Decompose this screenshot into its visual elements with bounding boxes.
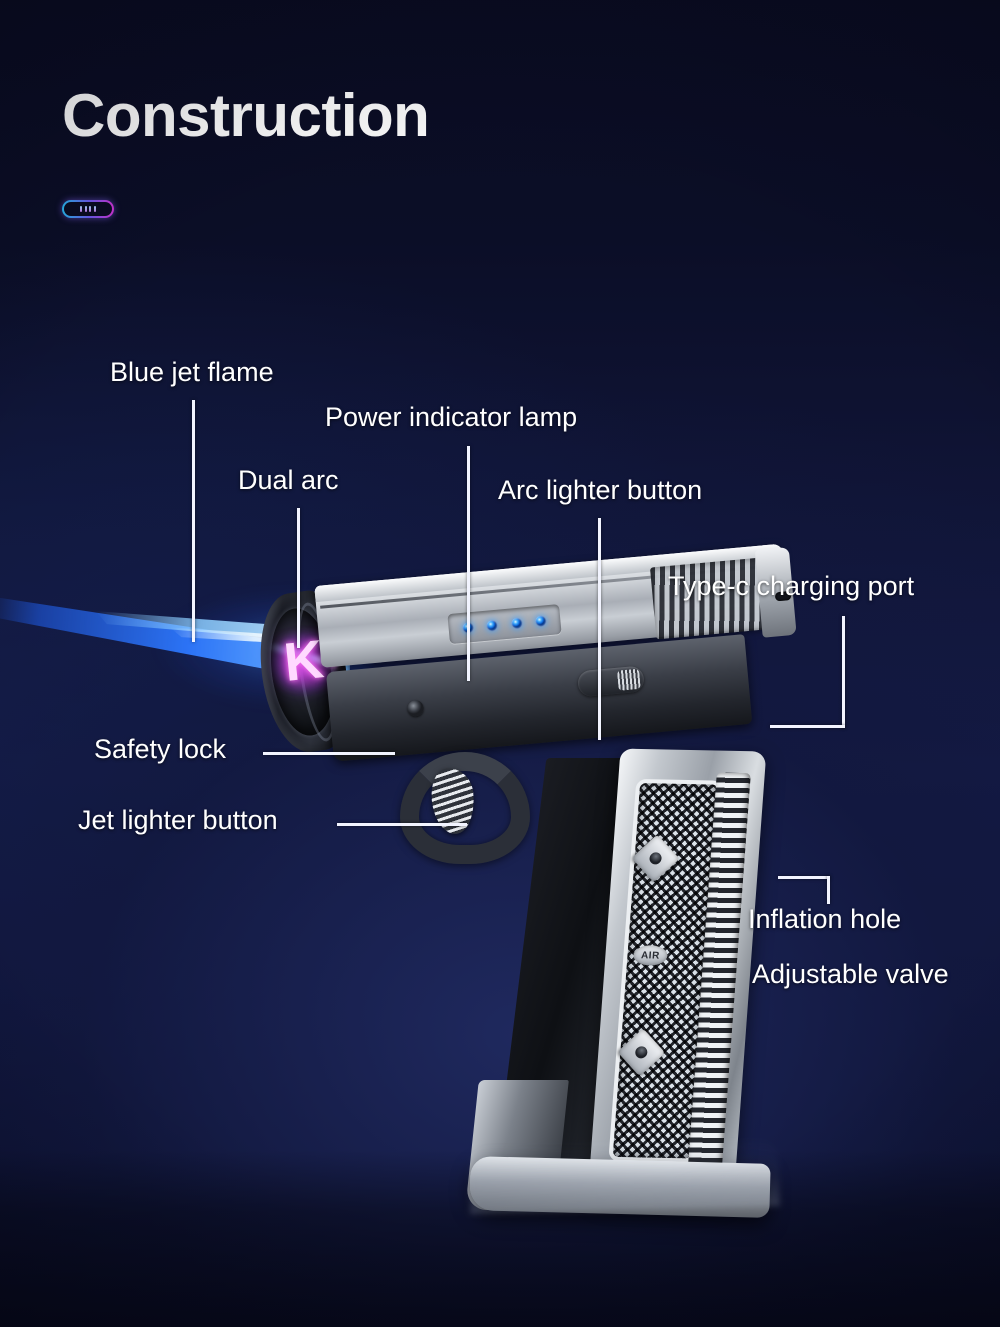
decorative-pill-badge xyxy=(62,200,114,218)
leader-type-c-vertical xyxy=(842,616,845,728)
power-indicator-lamp-panel xyxy=(447,604,562,645)
leader-blue-jet-flame xyxy=(192,400,195,642)
callout-jet-lighter-button: Jet lighter button xyxy=(78,805,278,835)
power-led xyxy=(510,616,523,629)
callout-blue-jet-flame: Blue jet flame xyxy=(110,357,274,387)
leader-arc-lighter-button xyxy=(598,518,601,740)
callout-safety-lock: Safety lock xyxy=(94,734,227,764)
badge-tick xyxy=(84,206,87,212)
badge-tick xyxy=(80,206,83,212)
callout-dual-arc: Dual arc xyxy=(238,465,339,495)
callout-arc-lighter-button: Arc lighter button xyxy=(498,475,703,505)
power-led xyxy=(535,614,548,627)
badge-tick xyxy=(93,206,96,212)
leader-jet-lighter-button xyxy=(337,823,467,826)
arc-lighter-button[interactable] xyxy=(576,665,645,698)
power-led xyxy=(486,619,499,632)
callout-power-indicator-lamp: Power indicator lamp xyxy=(325,402,578,432)
leader-dual-arc xyxy=(297,508,300,648)
leader-safety-lock xyxy=(263,752,395,755)
leader-power-indicator-lamp xyxy=(467,446,470,681)
callout-type-c-charging-port: Type-c charging port xyxy=(668,571,915,601)
grip-reflection xyxy=(468,1135,780,1215)
safety-lock[interactable] xyxy=(406,699,425,717)
callout-adjustable-valve: Adjustable valve xyxy=(752,959,949,989)
page-title: Construction xyxy=(62,82,430,149)
product-illustration: K AIR xyxy=(0,520,1000,1240)
leader-type-c-horizontal xyxy=(770,725,845,728)
badge-tick xyxy=(89,206,92,212)
callout-inflation-hole: Inflation hole xyxy=(748,904,902,934)
leader-inflation-horizontal xyxy=(778,876,830,879)
arc-button-ridges xyxy=(616,668,641,691)
leader-inflation-vertical xyxy=(827,876,830,904)
